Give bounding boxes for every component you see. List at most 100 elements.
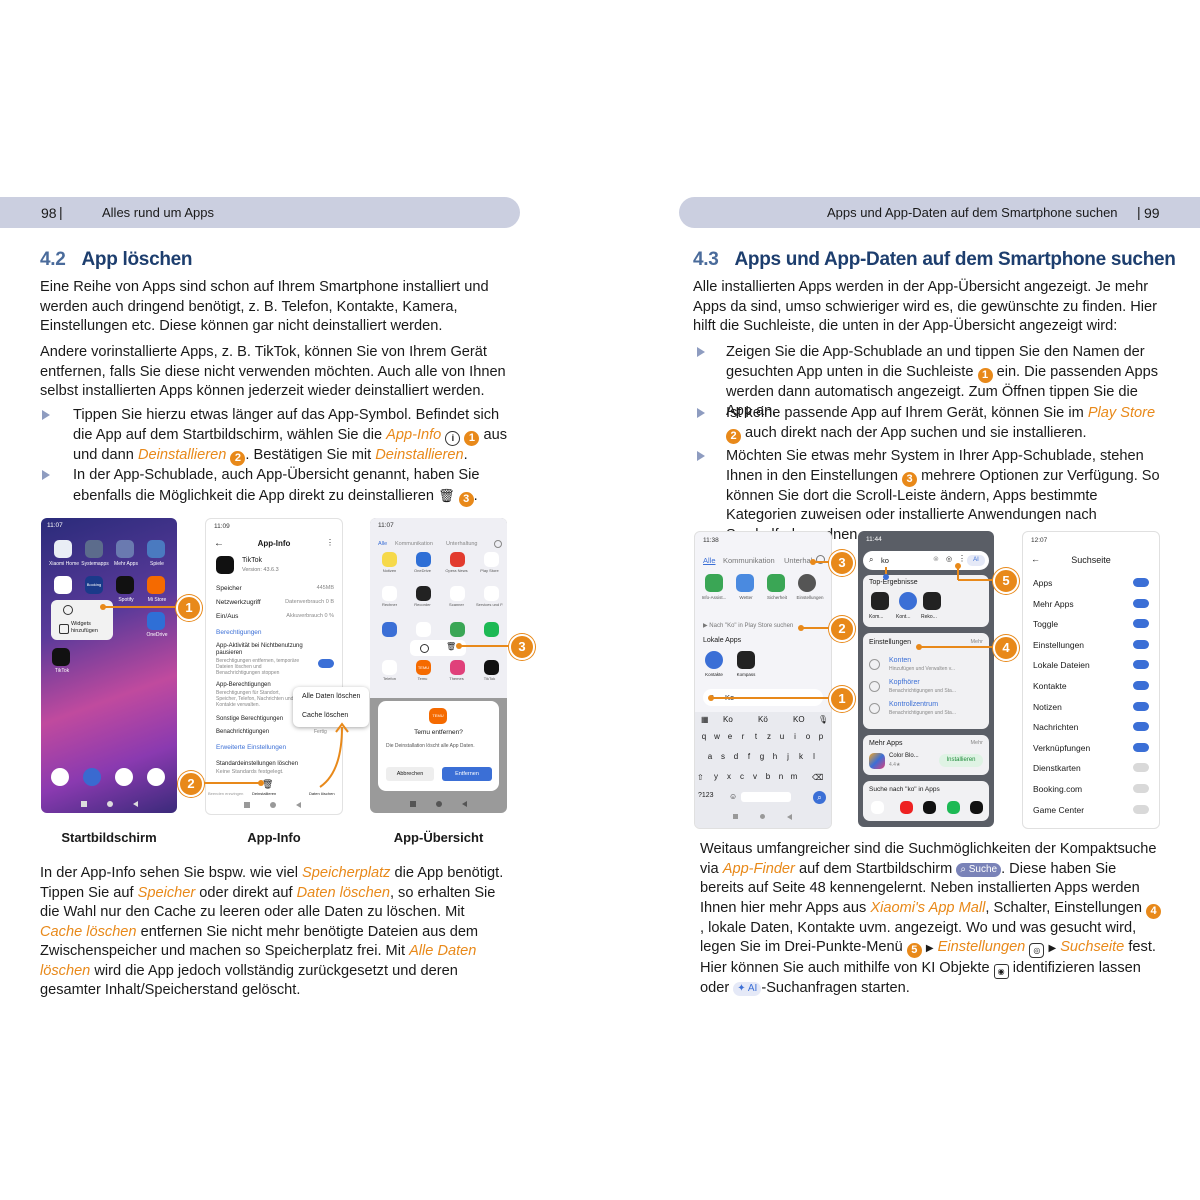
spotify-icon[interactable] bbox=[116, 576, 134, 594]
symbols-key[interactable]: ?123 bbox=[698, 792, 714, 799]
keyboard-key[interactable]: b bbox=[765, 772, 771, 781]
keyboard-key[interactable]: v bbox=[753, 772, 757, 781]
gemini-icon[interactable] bbox=[54, 576, 72, 594]
settings-icon[interactable] bbox=[494, 540, 502, 548]
install-button[interactable]: Installieren bbox=[939, 754, 983, 767]
themes-icon[interactable] bbox=[450, 660, 465, 675]
keyboard-key[interactable]: u bbox=[779, 732, 785, 741]
chrome-icon[interactable] bbox=[115, 768, 133, 786]
storage-row[interactable]: Speicher bbox=[216, 585, 242, 592]
weather-icon[interactable] bbox=[736, 574, 754, 592]
phone-icon[interactable] bbox=[51, 768, 69, 786]
info-assistant-icon[interactable] bbox=[705, 574, 723, 592]
toggle-switch[interactable] bbox=[1133, 598, 1149, 608]
suggestion[interactable]: Ko bbox=[723, 715, 733, 724]
tab-communication[interactable]: Kommunikation bbox=[395, 541, 433, 547]
trash-icon[interactable]: 🗑 bbox=[446, 642, 457, 651]
opera-news-icon[interactable] bbox=[450, 552, 465, 567]
setting-row[interactable]: Nachrichten bbox=[1033, 722, 1149, 732]
keyboard-key[interactable]: h bbox=[772, 752, 778, 761]
toggle-switch[interactable] bbox=[1133, 784, 1149, 793]
toggle-switch[interactable] bbox=[1133, 742, 1149, 752]
more-vert-icon[interactable]: ⋮ bbox=[326, 538, 334, 547]
compass-icon[interactable] bbox=[871, 592, 889, 610]
keyboard-key[interactable]: l bbox=[813, 752, 815, 761]
tiktok-icon[interactable] bbox=[484, 660, 499, 675]
keyboard-key[interactable]: a bbox=[707, 752, 713, 761]
keyboard-key[interactable]: n bbox=[778, 772, 784, 781]
tab-entertainment[interactable]: Unterhaltung bbox=[446, 541, 478, 547]
tab-all[interactable]: Alle bbox=[378, 541, 388, 547]
calculator-icon[interactable] bbox=[382, 586, 397, 601]
keyboard-key[interactable]: p bbox=[818, 732, 824, 741]
tiktok-icon[interactable] bbox=[923, 801, 936, 814]
keyboard-key[interactable]: c bbox=[740, 772, 744, 781]
tab-communication[interactable]: Kommunikation bbox=[723, 556, 775, 565]
keyboard-key[interactable]: z bbox=[767, 732, 771, 741]
toggle-switch[interactable] bbox=[1133, 804, 1149, 814]
toggle-switch[interactable] bbox=[1133, 639, 1149, 649]
camera-icon[interactable] bbox=[147, 768, 165, 786]
home-icon[interactable] bbox=[270, 802, 276, 808]
search-key-icon[interactable]: ⌕ bbox=[813, 791, 826, 804]
setting-row[interactable]: Toggle bbox=[1033, 619, 1149, 629]
netflix-icon[interactable] bbox=[970, 801, 983, 814]
temu-icon[interactable]: TEMU bbox=[416, 660, 431, 675]
search-bar[interactable]: ⌕ ko ⊗ ◎ ⋮ AI bbox=[863, 551, 989, 570]
toggle-switch[interactable] bbox=[1133, 681, 1149, 690]
keyboard-key[interactable]: i bbox=[794, 732, 796, 741]
services-icon[interactable] bbox=[484, 586, 499, 601]
info-icon[interactable] bbox=[420, 644, 429, 653]
toggle-switch[interactable] bbox=[1133, 660, 1149, 670]
recent-apps-icon[interactable] bbox=[733, 814, 738, 819]
tab-all[interactable]: Alle bbox=[703, 556, 716, 565]
toggle-switch[interactable] bbox=[1133, 763, 1149, 773]
recent-apps-icon[interactable] bbox=[81, 801, 87, 807]
recent-apps-icon[interactable] bbox=[244, 802, 250, 808]
games-folder-icon[interactable] bbox=[147, 540, 165, 558]
toggle-switch[interactable] bbox=[1133, 578, 1149, 587]
systemapps-folder-icon[interactable] bbox=[85, 540, 103, 558]
info-icon[interactable] bbox=[63, 605, 73, 615]
keyboard-key[interactable]: d bbox=[733, 752, 739, 761]
setting-title[interactable]: Standardeinstellungen löschen bbox=[216, 761, 299, 767]
back-icon[interactable] bbox=[787, 814, 792, 820]
compass-icon[interactable] bbox=[737, 651, 755, 669]
mi-store-icon[interactable] bbox=[147, 576, 165, 594]
keyboard-key[interactable]: q bbox=[701, 732, 707, 741]
contacts-icon[interactable] bbox=[899, 592, 917, 610]
setting-title[interactable]: App-Berechtigungen bbox=[216, 682, 271, 688]
more-apps-folder-icon[interactable] bbox=[116, 540, 134, 558]
mic-icon[interactable]: 🎙 bbox=[818, 715, 829, 724]
photos-icon[interactable] bbox=[416, 622, 431, 637]
tiktok-icon[interactable] bbox=[52, 648, 70, 666]
recorder-icon[interactable] bbox=[416, 586, 431, 601]
settings-icon[interactable] bbox=[816, 555, 825, 564]
pause-toggle[interactable] bbox=[318, 659, 334, 668]
keyboard-key[interactable]: x bbox=[727, 772, 731, 781]
recorder-icon[interactable] bbox=[923, 592, 941, 610]
shareme-icon[interactable] bbox=[382, 622, 397, 637]
backspace-icon[interactable]: ⌫ bbox=[812, 773, 824, 782]
trash-icon[interactable]: 🗑 bbox=[262, 779, 274, 789]
keyboard-key[interactable]: g bbox=[759, 752, 765, 761]
back-arrow-icon[interactable]: ← bbox=[214, 538, 224, 549]
clear-icon[interactable]: ⊗ bbox=[933, 556, 939, 563]
setting-row[interactable]: Verknüpfungen bbox=[1033, 742, 1149, 753]
toggle-switch[interactable] bbox=[1133, 619, 1149, 629]
messages-icon[interactable] bbox=[83, 768, 101, 786]
xiaomi-home-icon[interactable] bbox=[54, 540, 72, 558]
toggle-switch[interactable] bbox=[1133, 722, 1149, 732]
back-icon[interactable] bbox=[296, 802, 301, 808]
cancel-button[interactable]: Abbrechen bbox=[386, 767, 434, 781]
back-arrow-icon[interactable]: ← bbox=[1031, 554, 1040, 564]
setting-row[interactable]: Mehr Apps bbox=[1033, 598, 1149, 609]
network-row[interactable]: Netzwerkzugriff bbox=[216, 599, 261, 606]
settings-app-icon[interactable] bbox=[798, 574, 816, 592]
notes-icon[interactable] bbox=[382, 552, 397, 567]
battery-row[interactable]: Ein/Aus bbox=[216, 613, 239, 620]
more-link[interactable]: Mehr bbox=[970, 639, 983, 645]
lens-icon[interactable]: ◎ bbox=[946, 556, 953, 563]
booking-icon[interactable]: Booking bbox=[85, 576, 103, 594]
recent-apps-icon[interactable] bbox=[410, 801, 416, 807]
